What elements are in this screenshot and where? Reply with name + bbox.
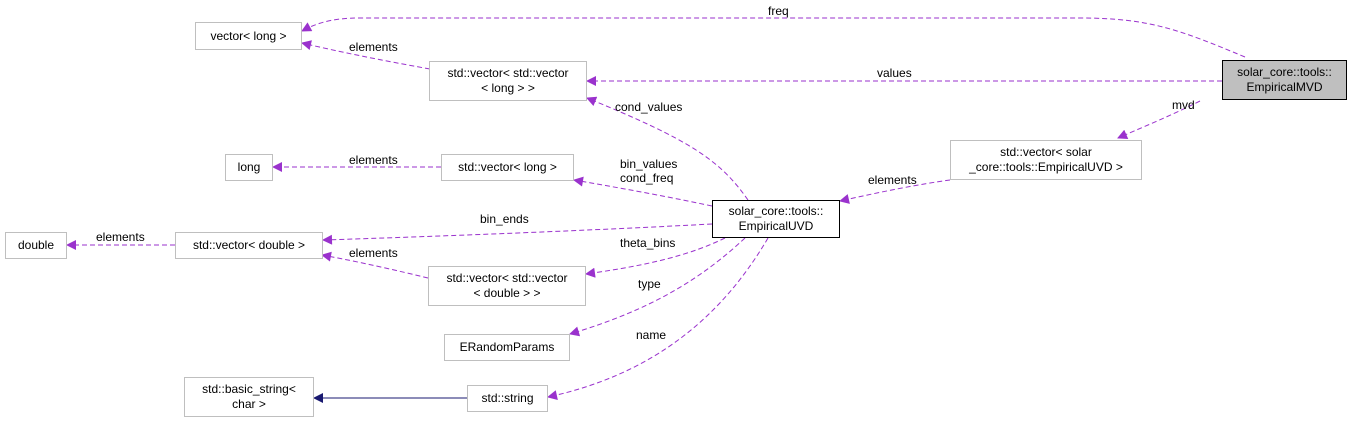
label-name: name [636, 328, 667, 342]
node-basic-string[interactable]: std::basic_string< char > [184, 377, 314, 417]
node-label-line1: std::vector< std::vector [446, 271, 568, 285]
label-mvd: mvd [1172, 98, 1195, 112]
node-label-line2: char > [232, 397, 266, 411]
node-label: std::vector< long > [458, 160, 557, 174]
node-label-line2: EmpiricalUVD [738, 219, 814, 233]
edge-cond-values [586, 96, 749, 201]
node-std-vector-long[interactable]: std::vector< long > [441, 154, 574, 181]
label-elements: elements [349, 246, 398, 260]
label-freq: freq [768, 4, 789, 18]
node-label: std::string [481, 391, 534, 405]
node-double[interactable]: double [5, 232, 67, 259]
edge-freq [301, 17, 1246, 58]
node-label-line2: EmpiricalMVD [1246, 80, 1323, 94]
edge-elements-vv-double [321, 251, 429, 279]
node-empirical-mvd[interactable]: solar_core::tools:: EmpiricalMVD [1222, 60, 1347, 100]
label-theta-bins: theta_bins [620, 236, 676, 250]
node-erandom-params[interactable]: ERandomParams [444, 334, 570, 361]
label-cond-freq: cond_freq [620, 171, 674, 185]
node-std-string[interactable]: std::string [467, 385, 548, 412]
label-elements: elements [349, 153, 398, 167]
node-label-line1: solar_core::tools:: [728, 204, 824, 218]
node-label-line2: < double > > [473, 286, 541, 300]
edge-elements-uvd [839, 179, 951, 204]
label-elements: elements [349, 40, 398, 54]
node-empirical-uvd[interactable]: solar_core::tools:: EmpiricalUVD [712, 200, 840, 238]
edge-theta-bins [585, 237, 726, 278]
node-label-line1: std::vector< std::vector [447, 66, 569, 80]
node-vector-long[interactable]: vector< long > [195, 22, 302, 50]
edge-bin-ends [322, 223, 713, 245]
node-label: vector< long > [210, 28, 287, 43]
node-std-vector-double[interactable]: std::vector< double > [175, 232, 323, 259]
node-label-line1: std::vector< solar [1000, 145, 1092, 159]
node-label: ERandomParams [459, 340, 555, 354]
node-label-line1: std::basic_string< [202, 382, 296, 396]
node-label: long [237, 160, 261, 174]
label-cond-values: cond_values [615, 100, 683, 114]
node-label-line2: < long > > [481, 81, 535, 95]
edge-type [569, 237, 746, 337]
edge-elements-vector-long [301, 40, 431, 70]
label-values: values [877, 66, 912, 80]
label-elements: elements [868, 173, 917, 187]
label-bin-ends: bin_ends [480, 212, 529, 226]
edge-mvd [1117, 100, 1201, 139]
node-vector-empirical-uvd[interactable]: std::vector< solar _core::tools::Empiric… [950, 140, 1142, 180]
label-type: type [638, 277, 661, 291]
node-vector-vector-double[interactable]: std::vector< std::vector < double > > [428, 266, 586, 306]
node-label-line2: _core::tools::EmpiricalUVD > [969, 160, 1123, 174]
edge-bin-values [573, 176, 713, 207]
node-label: std::vector< double > [192, 238, 306, 252]
edge-name [547, 237, 769, 400]
node-long[interactable]: long [225, 154, 273, 181]
node-label: double [17, 238, 55, 252]
label-bin-values: bin_values [620, 157, 678, 171]
node-vector-vector-long[interactable]: std::vector< std::vector < long > > [429, 61, 587, 101]
node-label-line1: solar_core::tools:: [1237, 65, 1332, 79]
label-elements: elements [96, 230, 145, 244]
